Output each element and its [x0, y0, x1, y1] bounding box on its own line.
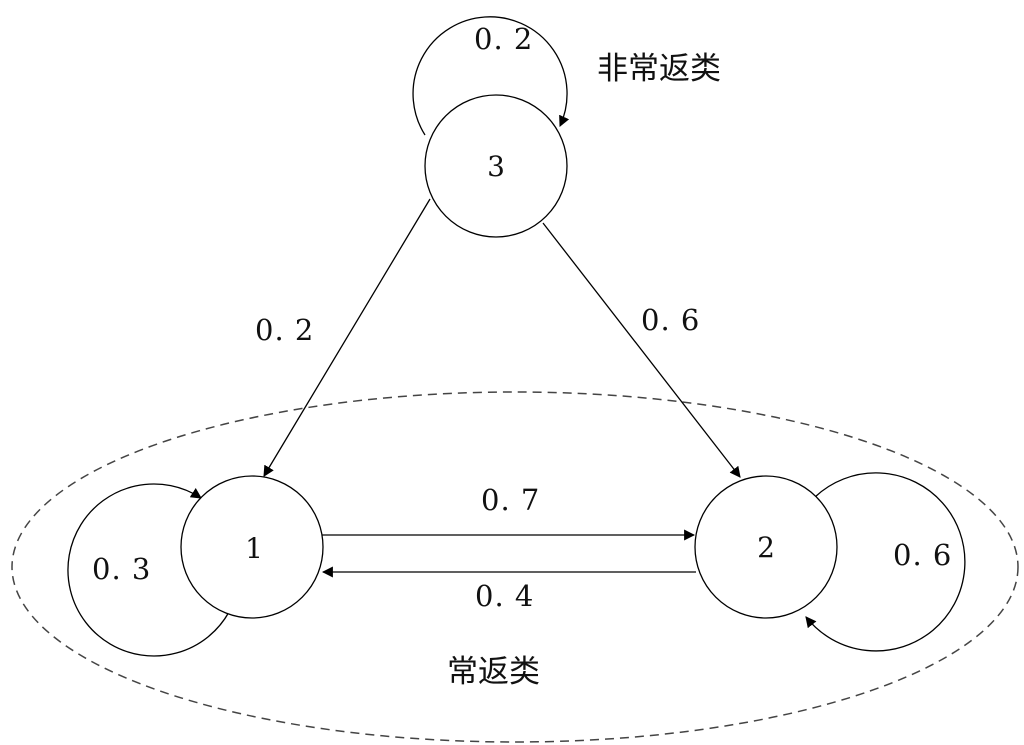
- node-1-circle: [180, 475, 324, 619]
- edge-2-to-2-label: 0. 6: [893, 538, 952, 572]
- edge-1-to-1-label: 0. 3: [92, 552, 151, 586]
- edge-3-to-3-loop: [412, 16, 570, 136]
- edge-1-to-2-label: 0. 7: [481, 483, 540, 517]
- edge-3-to-1-label: 0. 2: [255, 313, 314, 347]
- edge-3-to-1: [263, 198, 431, 477]
- edge-3-to-2-label: 0. 6: [641, 303, 700, 337]
- node-1-label: 1: [245, 532, 263, 565]
- node-2-circle: [694, 475, 838, 619]
- edge-2-to-1-label: 0. 4: [475, 579, 534, 613]
- node-2-label: 2: [757, 531, 775, 564]
- node-3-circle: [424, 94, 568, 238]
- edge-2-to-2-loop: [805, 472, 966, 652]
- edge-3-to-3-label: 0. 2: [474, 22, 533, 56]
- recurrent-class-boundary: [11, 391, 1019, 743]
- edge-1-to-1-loop: [67, 483, 230, 657]
- edge-3-to-2: [542, 222, 741, 478]
- transient-class-label: 非常返类: [597, 51, 721, 87]
- recurrent-class-label: 常返类: [447, 654, 540, 690]
- node-3-label: 3: [487, 150, 505, 183]
